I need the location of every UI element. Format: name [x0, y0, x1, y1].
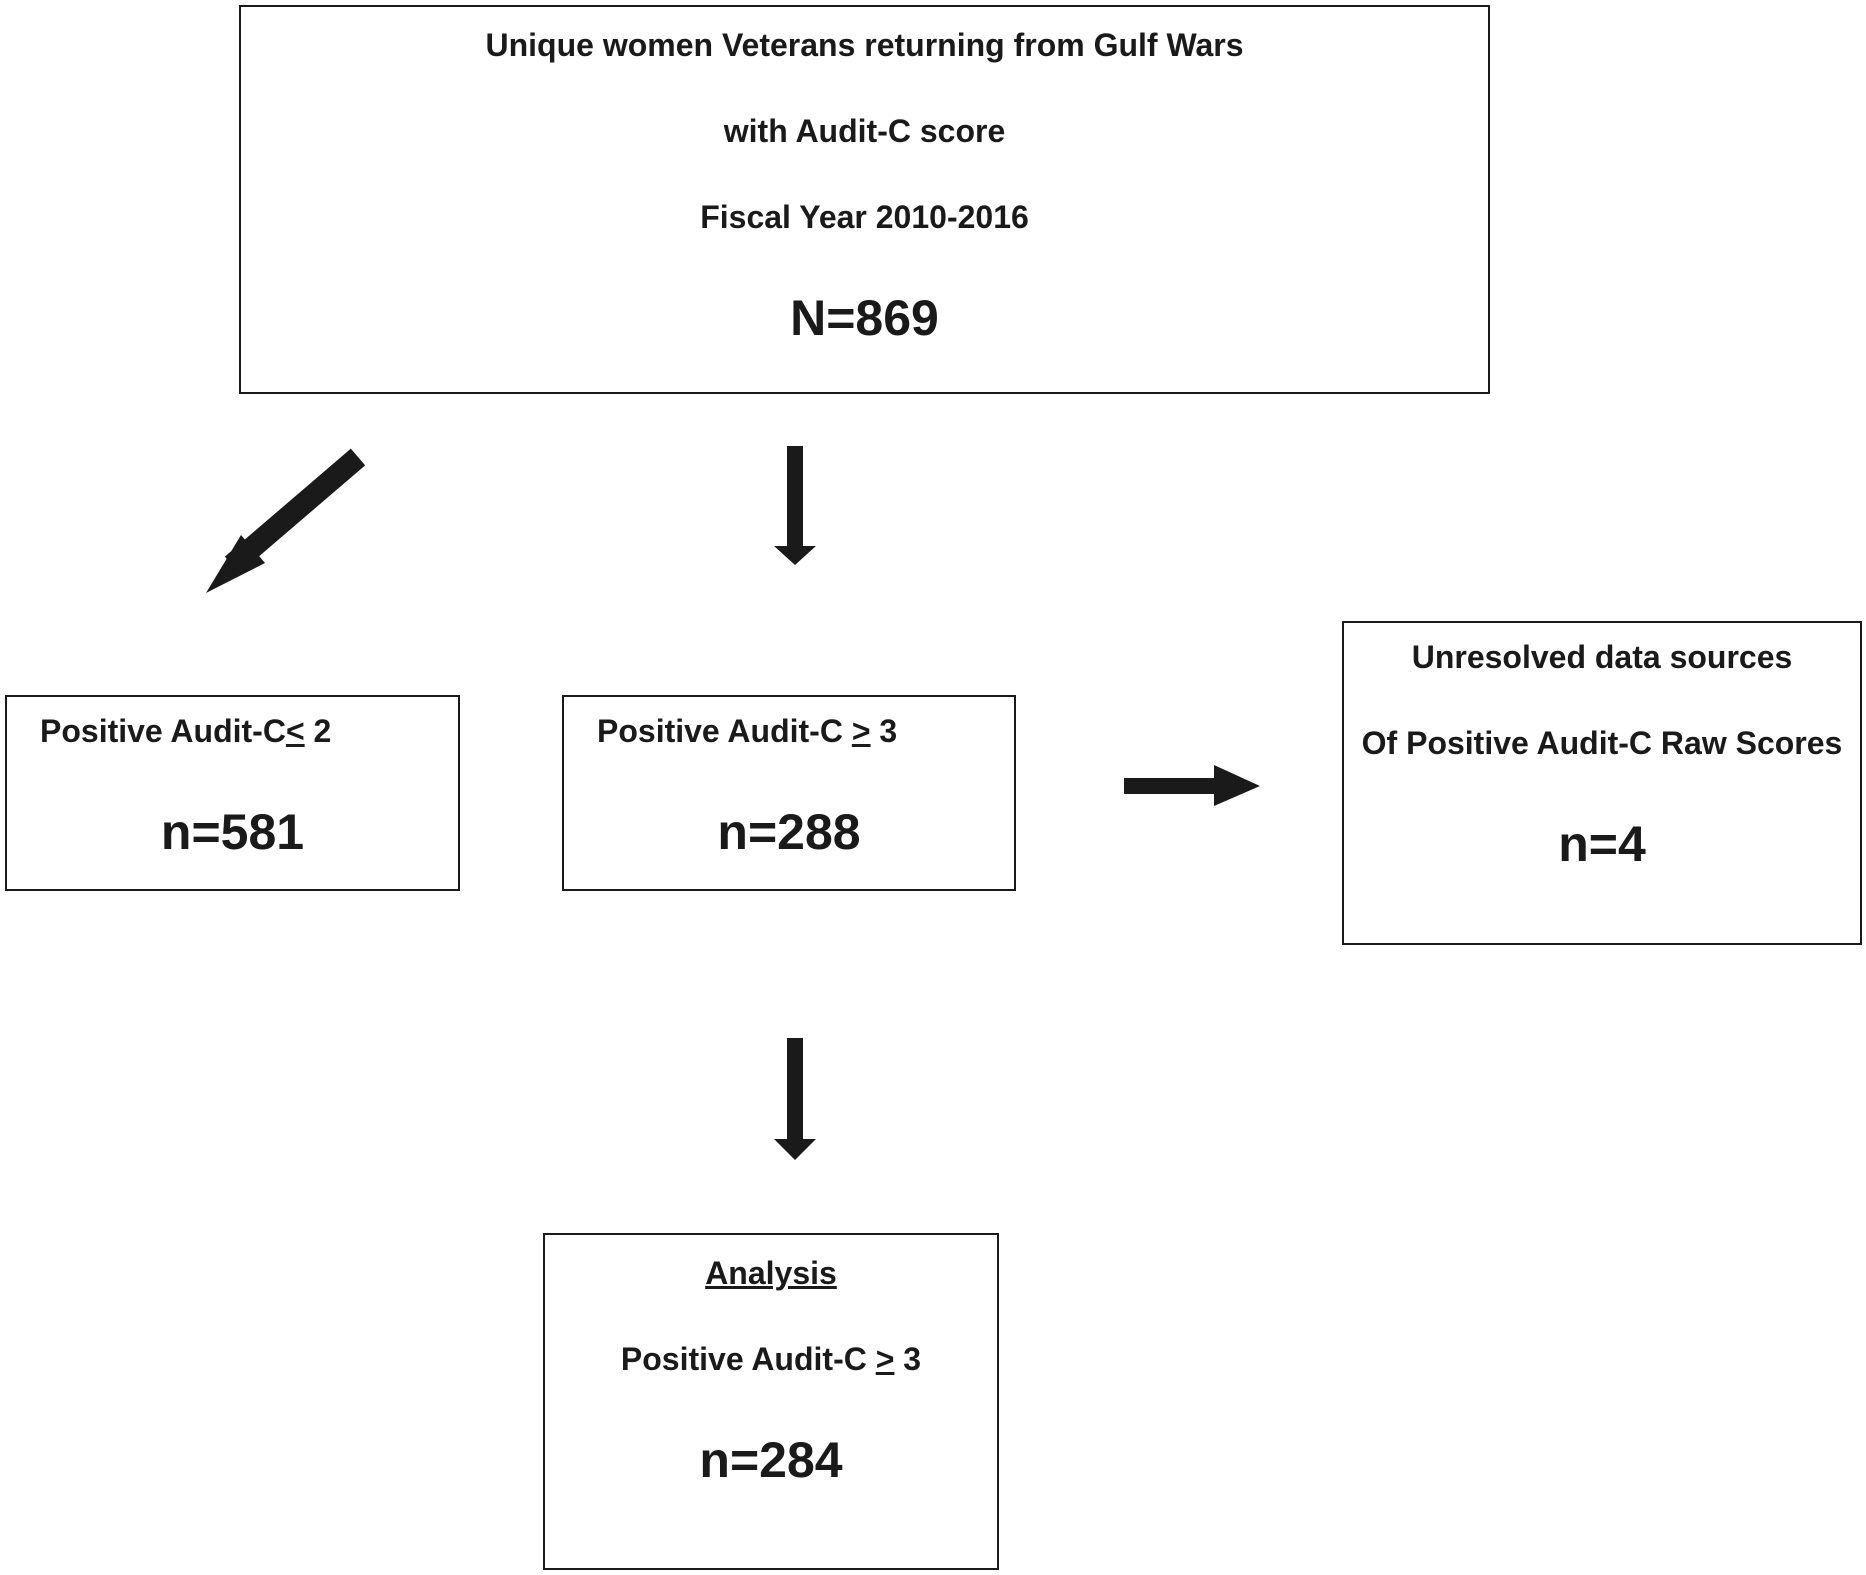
unresolved-box: Unresolved data sources Of Positive Audi…: [1342, 621, 1862, 945]
high-score-count: n=288: [717, 804, 861, 860]
top-box-count: N=869: [790, 290, 939, 346]
unresolved-count: n=4: [1558, 816, 1646, 872]
analysis-box: Analysis Positive Audit-C > 3 n=284: [543, 1233, 999, 1570]
top-cohort-box: Unique women Veterans returning from Gul…: [239, 5, 1490, 394]
analysis-value: 3: [894, 1341, 922, 1377]
analysis-label-prefix: Positive Audit-C: [620, 1341, 876, 1377]
low-score-value: 2: [304, 713, 332, 749]
unresolved-line-2: Of Positive Audit-C Raw Scores: [1361, 725, 1843, 761]
low-score-count: n=581: [160, 804, 305, 860]
arrow-to-analysis-box: [774, 1038, 816, 1160]
high-score-label: Positive Audit-C > 3: [597, 713, 897, 750]
low-score-symbol: <: [285, 713, 305, 749]
low-score-box: Positive Audit-C< 2 n=581: [5, 695, 460, 891]
analysis-symbol: >: [875, 1341, 895, 1377]
high-score-symbol: >: [851, 713, 871, 749]
unresolved-line-1: Unresolved data sources: [1411, 639, 1793, 675]
arrow-to-left-box: [206, 448, 366, 593]
arrow-to-right-box: [1124, 765, 1260, 806]
analysis-count: n=284: [699, 1432, 843, 1488]
arrow-to-middle-box: [774, 446, 816, 565]
low-score-label-prefix: Positive Audit-C: [40, 713, 286, 749]
analysis-label: Positive Audit-C > 3: [545, 1341, 997, 1378]
high-score-label-prefix: Positive Audit-C: [597, 713, 843, 749]
high-score-box: Positive Audit-C > 3 n=288: [562, 695, 1016, 891]
high-score-value: 3: [870, 713, 898, 749]
top-box-line-1: Unique women Veterans returning from Gul…: [485, 27, 1244, 63]
top-box-line-3: Fiscal Year 2010-2016: [700, 199, 1029, 235]
analysis-heading: Analysis: [705, 1255, 837, 1291]
low-score-label: Positive Audit-C< 2: [40, 713, 331, 750]
top-box-line-2: with Audit-C score: [723, 113, 1006, 149]
